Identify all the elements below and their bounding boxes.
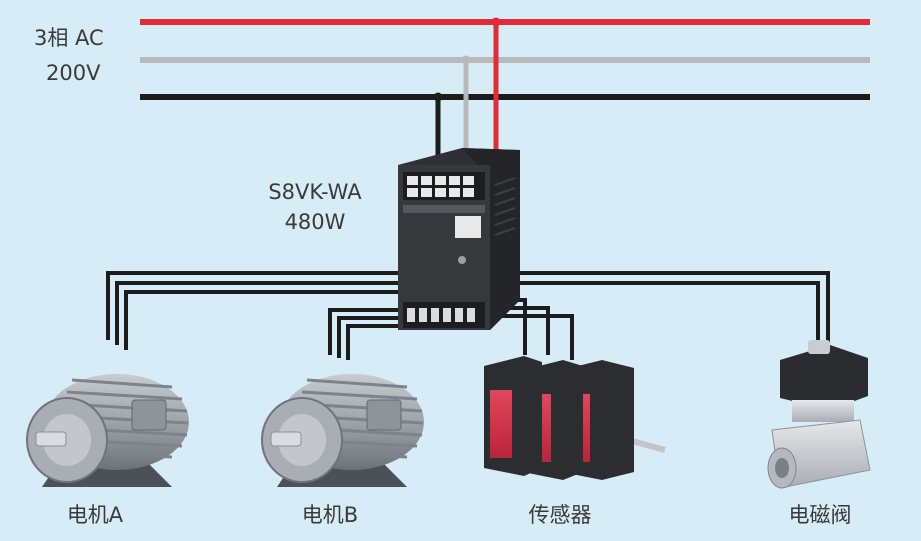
load-label-motor-b: 电机B bbox=[301, 503, 359, 527]
load-label-sensor: 传感器 bbox=[528, 503, 592, 527]
photoelectric-sensor-icon bbox=[484, 356, 666, 480]
output-wiring bbox=[106, 271, 830, 360]
power-supply-model-label: S8VK-WA bbox=[268, 180, 362, 204]
ac-phase-label: 3相 AC bbox=[34, 26, 104, 50]
solenoid-valve-icon bbox=[767, 340, 871, 489]
load-label-motor-a: 电机A bbox=[66, 503, 124, 527]
motor-b-icon bbox=[260, 372, 426, 489]
load-label-solenoid-valve: 电磁阀 bbox=[788, 503, 852, 527]
ac-voltage-label: 200V bbox=[46, 61, 101, 85]
power-supply-unit bbox=[398, 148, 520, 330]
power-supply-power-label: 480W bbox=[284, 210, 346, 234]
motor-a-icon bbox=[25, 372, 191, 489]
